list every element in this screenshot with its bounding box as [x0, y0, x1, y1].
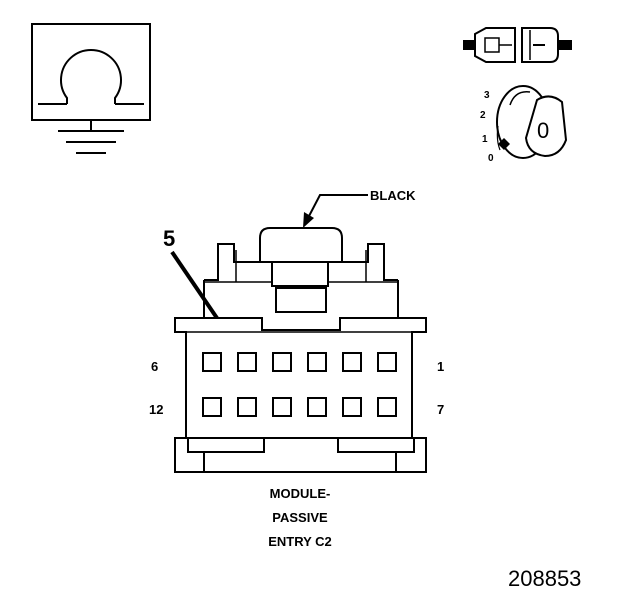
connector-title-line-2: PASSIVE: [272, 510, 328, 525]
ignition-position-0: 0: [488, 153, 494, 164]
pin-cavity-9: [307, 397, 327, 417]
ignition-key-icon: [496, 85, 568, 159]
pin-label-1: 1: [437, 359, 444, 374]
connector-color-label: BLACK: [370, 188, 416, 203]
ground-symbol-icon: [31, 23, 151, 154]
pin-cavity-8: [342, 397, 362, 417]
ignition-position-1: 1: [482, 134, 488, 145]
connector-title-line-1: MODULE-: [270, 486, 331, 501]
pin-label-7: 7: [437, 402, 444, 417]
color-leader-arrow: [303, 194, 368, 228]
pin-cavity-1: [377, 352, 397, 372]
pin-cavity-7: [377, 397, 397, 417]
figure-id: 208853: [508, 566, 581, 591]
pin-cavity-5: [237, 352, 257, 372]
pin-label-6: 6: [151, 359, 158, 374]
pin-cavity-12: [202, 397, 222, 417]
pin-cavity-2: [342, 352, 362, 372]
pin-cavity-grid: [202, 352, 397, 417]
ignition-key-label: 0: [537, 118, 549, 143]
pin-cavity-11: [237, 397, 257, 417]
pin-callout-number: 5: [163, 226, 175, 251]
connector-body: [174, 227, 427, 473]
pin-cavity-6: [202, 352, 222, 372]
ignition-position-2: 2: [480, 110, 486, 121]
pin-cavity-3: [307, 352, 327, 372]
pin-cavity-4: [272, 352, 292, 372]
pin-cavity-10: [272, 397, 292, 417]
connector-title-line-3: ENTRY C2: [268, 534, 332, 549]
pin-label-12: 12: [149, 402, 163, 417]
ignition-position-3: 3: [484, 90, 490, 101]
connector-plug-icon: [463, 27, 572, 63]
